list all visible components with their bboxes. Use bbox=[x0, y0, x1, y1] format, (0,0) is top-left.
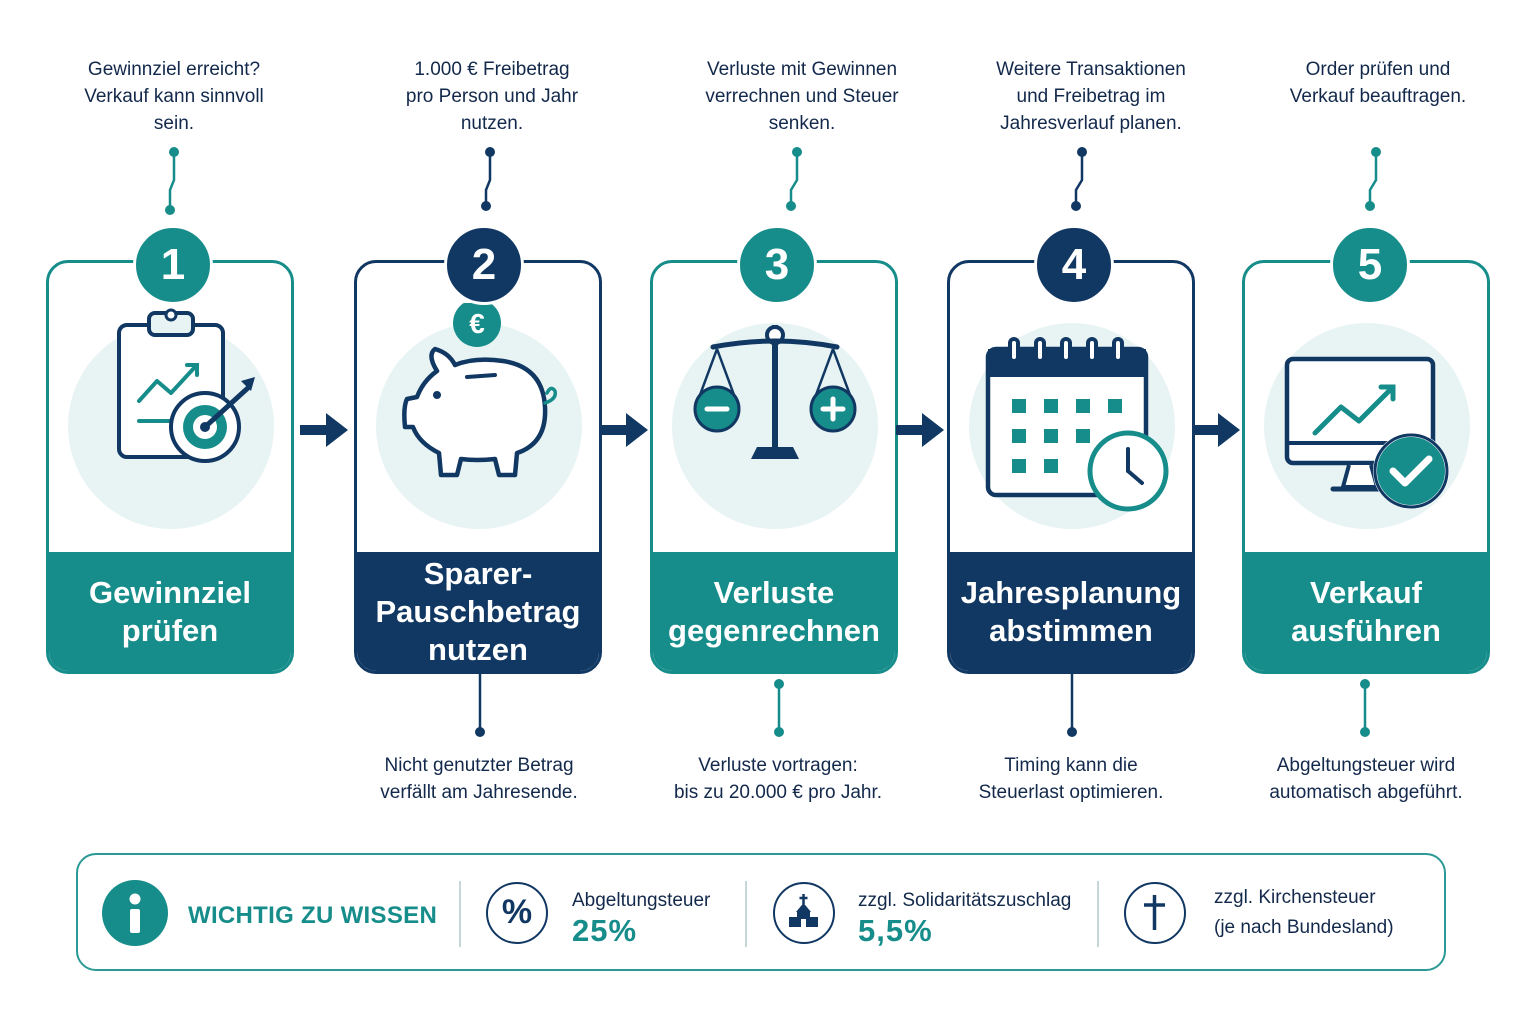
note-line: automatisch abgeführt. bbox=[1269, 782, 1463, 803]
info-title: WICHTIG ZU WISSEN bbox=[188, 902, 438, 929]
step-4-bottom-note: Timing kann die Steuerlast optimieren. bbox=[951, 752, 1191, 806]
church-tax-line: (je nach Bundesland) bbox=[1214, 917, 1394, 938]
arrow-right-icon bbox=[896, 413, 944, 447]
balance-scale-icon bbox=[693, 325, 857, 459]
note-line: Verkauf beauftragen. bbox=[1289, 86, 1467, 107]
note-line: Steuerlast optimieren. bbox=[978, 782, 1164, 803]
title-line: Jahresplanung bbox=[960, 574, 1182, 610]
note-line: Verluste vortragen: bbox=[698, 755, 858, 776]
percent-symbol: % bbox=[501, 893, 533, 931]
info-glyph bbox=[129, 893, 141, 933]
church-icon bbox=[773, 882, 835, 944]
step-5-top-connector bbox=[1365, 147, 1381, 211]
step-5-bottom-note: Abgeltungsteuer wird automatisch abgefüh… bbox=[1246, 752, 1486, 806]
step-4-number-badge: 4 bbox=[1034, 225, 1114, 305]
note-line: bis zu 20.000 € pro Jahr. bbox=[673, 782, 883, 803]
clipboard-target-icon bbox=[117, 308, 255, 463]
title-line: Verkauf bbox=[1309, 574, 1422, 610]
title-line: nutzen bbox=[428, 631, 528, 667]
divider bbox=[1097, 881, 1099, 947]
title-line: abstimmen bbox=[989, 612, 1153, 648]
note-line: Nicht genutzter Betrag bbox=[384, 755, 574, 776]
step-4-top-note: Weitere Transaktionen und Freibetrag im … bbox=[971, 56, 1211, 137]
cross-icon bbox=[1124, 882, 1186, 944]
info-box: WICHTIG ZU WISSEN % Abgeltungsteuer 25% … bbox=[76, 853, 1446, 971]
piggy-bank-euro-icon: € bbox=[402, 303, 558, 478]
note-line: Abgeltungsteuer wird bbox=[1276, 755, 1456, 776]
arrow-right-icon bbox=[300, 413, 348, 447]
arrow-right-icon bbox=[600, 413, 648, 447]
note-line: Gewinnziel erreicht? bbox=[87, 59, 261, 80]
step-2-number-badge: 2 bbox=[444, 225, 524, 305]
soli-label: zzgl. Solidaritätszuschlag bbox=[858, 890, 1072, 911]
step-2-bottom-connector bbox=[475, 674, 485, 737]
step-3-number-badge: 3 bbox=[737, 225, 817, 305]
step-2-top-connector bbox=[481, 147, 495, 211]
note-line: Timing kann die bbox=[1004, 755, 1138, 776]
step-5-bottom-connector bbox=[1360, 679, 1370, 737]
note-line: Jahresverlauf planen. bbox=[1000, 113, 1182, 134]
title-line: Sparer- bbox=[423, 555, 533, 591]
note-line: verfällt am Jahresende. bbox=[380, 782, 578, 803]
step-1-number-badge: 1 bbox=[133, 225, 213, 305]
monitor-check-icon bbox=[1284, 356, 1449, 509]
step-4-bottom-connector bbox=[1067, 674, 1077, 737]
step-3-bottom-note: Verluste vortragen: bis zu 20.000 € pro … bbox=[650, 752, 906, 806]
church-tax-label: zzgl. Kirchensteuer (je nach Bundesland) bbox=[1214, 883, 1394, 943]
note-line: Verluste mit Gewinnen bbox=[706, 59, 898, 80]
title-line: Pauschbetrag bbox=[375, 593, 581, 629]
divider bbox=[745, 881, 747, 947]
arrow-right-icon bbox=[1192, 413, 1240, 447]
note-line: verrechnen und Steuer bbox=[705, 86, 899, 107]
note-line: Weitere Transaktionen bbox=[996, 59, 1186, 80]
step-1-top-connector bbox=[165, 147, 179, 215]
note-line: nutzen. bbox=[460, 113, 524, 134]
note-line: und Freibetrag im bbox=[1016, 86, 1166, 107]
tax-value: 25% bbox=[572, 913, 638, 948]
step-3-top-note: Verluste mit Gewinnen verrechnen und Ste… bbox=[682, 56, 922, 137]
percent-icon: % bbox=[486, 882, 548, 944]
step-4-top-connector bbox=[1071, 147, 1087, 211]
church-tax-line: zzgl. Kirchensteuer bbox=[1214, 887, 1376, 908]
note-line: Order prüfen und bbox=[1305, 59, 1451, 80]
title-line: ausführen bbox=[1291, 612, 1441, 648]
title-line: Gewinnziel bbox=[89, 574, 251, 610]
step-3-top-connector bbox=[786, 147, 802, 211]
note-line: senken. bbox=[768, 113, 836, 134]
step-3-bottom-connector bbox=[774, 679, 784, 737]
title-line: prüfen bbox=[121, 612, 219, 648]
soli-value: 5,5% bbox=[858, 913, 933, 948]
note-line: 1.000 € Freibetrag bbox=[414, 59, 570, 80]
title-line: Verluste bbox=[713, 574, 835, 610]
euro-symbol: € bbox=[469, 308, 485, 339]
note-line: pro Person und Jahr bbox=[405, 86, 579, 107]
step-5-top-note: Order prüfen und Verkauf beauftragen. bbox=[1258, 56, 1498, 110]
note-line: sein. bbox=[153, 113, 195, 134]
title-line: gegenrechnen bbox=[668, 612, 880, 648]
tax-label: Abgeltungsteuer bbox=[572, 890, 711, 911]
info-icon bbox=[102, 880, 168, 946]
step-2-bottom-note: Nicht genutzter Betrag verfällt am Jahre… bbox=[359, 752, 599, 806]
step-2-top-note: 1.000 € Freibetrag pro Person und Jahr n… bbox=[372, 56, 612, 137]
step-5-number-badge: 5 bbox=[1330, 225, 1410, 305]
note-line: Verkauf kann sinnvoll bbox=[84, 86, 264, 107]
step-1-top-note: Gewinnziel erreicht? Verkauf kann sinnvo… bbox=[54, 56, 294, 137]
calendar-clock-icon bbox=[985, 337, 1169, 512]
divider bbox=[459, 881, 461, 947]
